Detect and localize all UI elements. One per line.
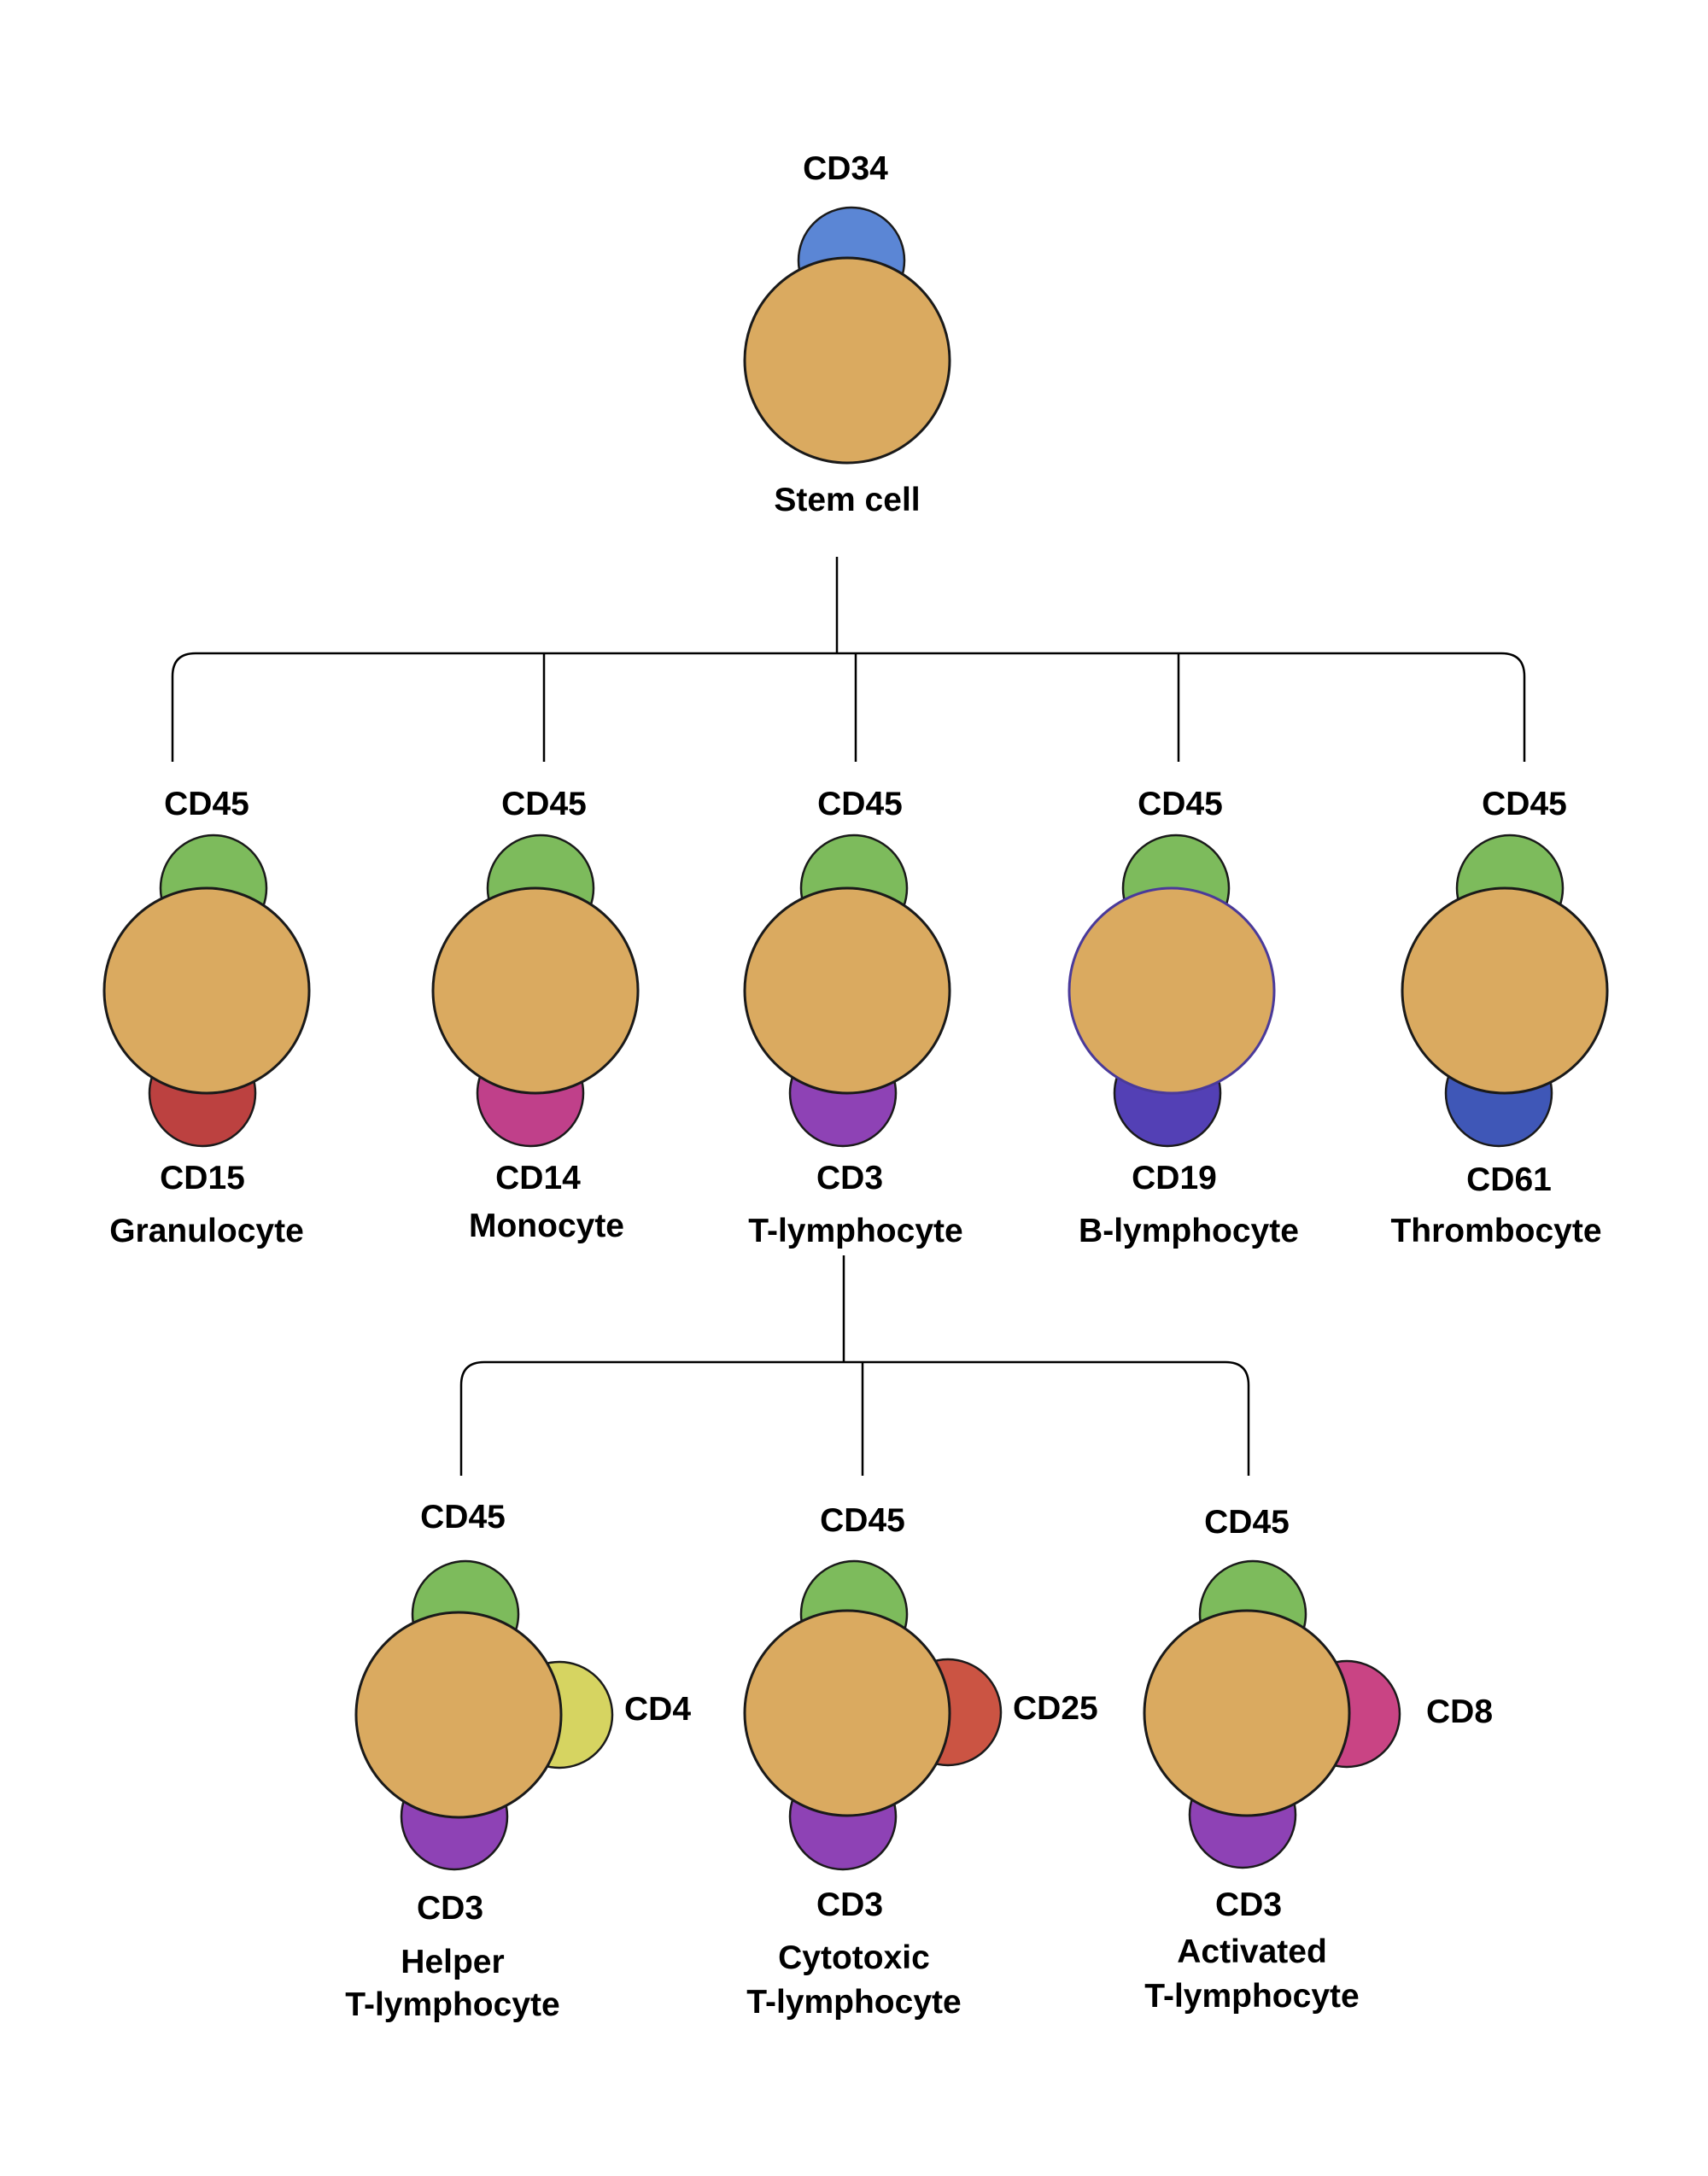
cell-body bbox=[431, 886, 640, 1095]
cd45-label: CD45 bbox=[420, 1499, 506, 1535]
monocyte-name: Monocyte bbox=[469, 1208, 624, 1244]
cd3-label: CD3 bbox=[417, 1890, 483, 1927]
cd4-label: CD4 bbox=[624, 1691, 691, 1728]
cd19-label: CD19 bbox=[1132, 1160, 1217, 1196]
cell-body bbox=[102, 886, 311, 1095]
cd3-label: CD3 bbox=[1215, 1886, 1282, 1923]
t-lymphocyte-name: T-lymphocyte bbox=[748, 1213, 962, 1249]
thrombocyte-cell: CD45 CD61 Thrombocyte bbox=[1390, 786, 1609, 1249]
cytotoxic-name-line1: Cytotoxic bbox=[778, 1939, 930, 1976]
cd8-label: CD8 bbox=[1426, 1693, 1493, 1730]
helper-name-line1: Helper bbox=[401, 1944, 504, 1980]
cd45-label: CD45 bbox=[501, 786, 587, 822]
cd45-label: CD45 bbox=[1482, 786, 1567, 822]
thrombocyte-name: Thrombocyte bbox=[1390, 1213, 1601, 1249]
b-lymphocyte-name: B-lymphocyte bbox=[1079, 1213, 1299, 1249]
cd45-label: CD45 bbox=[1204, 1504, 1290, 1541]
cd45-label: CD45 bbox=[164, 786, 249, 822]
cell-body bbox=[743, 886, 951, 1095]
cell-body bbox=[743, 1609, 951, 1817]
cd14-label: CD14 bbox=[495, 1160, 581, 1196]
cd61-label: CD61 bbox=[1466, 1161, 1552, 1198]
activated-name-line2: T-lymphocyte bbox=[1144, 1978, 1359, 2015]
granulocyte-name: Granulocyte bbox=[109, 1213, 304, 1249]
stem-cell: CD34 Stem cell bbox=[743, 150, 951, 518]
granulocyte-cell: CD45 CD15 Granulocyte bbox=[102, 786, 311, 1249]
cell-body bbox=[354, 1611, 563, 1819]
cd45-label: CD45 bbox=[817, 786, 903, 822]
t-lymphocyte-cell: CD45 CD3 T-lymphocyte bbox=[743, 786, 963, 1249]
cd25-label: CD25 bbox=[1013, 1690, 1098, 1727]
cd3-label: CD3 bbox=[816, 1886, 883, 1923]
cytotoxic-t-lymphocyte-cell: CD45 CD25 CD3 Cytotoxic T-lymphocyte bbox=[743, 1502, 1098, 2021]
cell-body bbox=[1068, 886, 1276, 1095]
cytotoxic-name-line2: T-lymphocyte bbox=[746, 1984, 961, 2021]
cd34-label: CD34 bbox=[803, 150, 888, 187]
first-level-branch-bar bbox=[171, 652, 1526, 762]
cell-body bbox=[1401, 886, 1609, 1095]
cell-body bbox=[743, 256, 951, 465]
cell-body bbox=[1143, 1609, 1351, 1817]
b-lymphocyte-cell: CD45 CD19 B-lymphocyte bbox=[1068, 786, 1299, 1249]
cd3-label: CD3 bbox=[816, 1160, 883, 1196]
helper-t-lymphocyte-cell: CD45 CD4 CD3 Helper T-lymphocyte bbox=[345, 1499, 691, 2023]
monocyte-cell: CD45 CD14 Monocyte bbox=[431, 786, 640, 1244]
cd45-label: CD45 bbox=[1138, 786, 1223, 822]
second-level-branch-bar bbox=[459, 1360, 1250, 1476]
connectors bbox=[171, 557, 1526, 1476]
cd45-label: CD45 bbox=[820, 1502, 905, 1539]
cd15-label: CD15 bbox=[160, 1160, 245, 1196]
stem-cell-name: Stem cell bbox=[774, 482, 920, 518]
activated-t-lymphocyte-cell: CD45 CD8 CD3 Activated T-lymphocyte bbox=[1143, 1504, 1493, 2015]
activated-name-line1: Activated bbox=[1177, 1933, 1327, 1970]
helper-name-line2: T-lymphocyte bbox=[345, 1986, 559, 2023]
